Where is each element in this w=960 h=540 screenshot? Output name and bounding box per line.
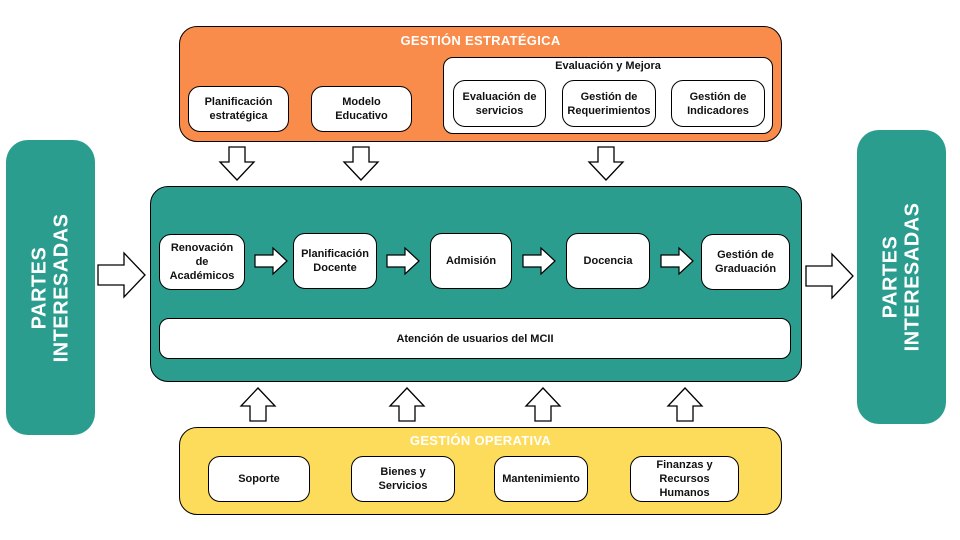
strategic-planning-box: Planificación estratégica [188, 86, 289, 132]
requirements-management-box: Gestión de Requerimientos [562, 80, 656, 127]
educational-model-box: Modelo Educativo [311, 86, 412, 132]
left-stakeholders-panel: PARTES INTERESADAS [6, 140, 95, 435]
support-box: Soporte [208, 456, 310, 502]
evaluation-improvement-title: Evaluación y Mejora [555, 60, 661, 72]
output-arrow [805, 252, 854, 300]
admission-box: Admisión [430, 233, 512, 289]
academics-renewal-box: Renovación de Académicos [159, 234, 245, 290]
right-stakeholders-panel: PARTES INTERESADAS [857, 130, 946, 424]
user-attention-bar: Atención de usuarios del MCII [159, 318, 791, 359]
down-arrow-1 [218, 146, 256, 181]
process-arrow-4 [660, 246, 694, 276]
indicators-management-box: Gestión de Indicadores [671, 80, 765, 127]
maintenance-box: Mantenimiento [494, 456, 588, 502]
finance-hr-box: Finanzas y Recursos Humanos [630, 456, 739, 502]
process-arrow-2 [386, 246, 420, 276]
teaching-planning-box: Planificación Docente [293, 233, 377, 289]
right-stakeholders-label: PARTES INTERESADAS [879, 202, 924, 352]
process-arrow-3 [522, 246, 556, 276]
teaching-box: Docencia [566, 233, 650, 289]
left-stakeholders-label: PARTES INTERESADAS [28, 213, 73, 362]
down-arrow-2 [342, 146, 380, 181]
up-arrow-1 [239, 387, 277, 422]
input-arrow [97, 251, 146, 299]
up-arrow-3 [524, 387, 562, 422]
graduation-management-box: Gestión de Graduación [701, 234, 790, 290]
goods-services-box: Bienes y Servicios [351, 456, 455, 502]
operational-management-title: GESTIÓN OPERATIVA [409, 433, 552, 448]
up-arrow-2 [388, 387, 426, 422]
process-arrow-1 [254, 246, 288, 276]
service-evaluation-box: Evaluación de servicios [453, 80, 546, 127]
down-arrow-3 [587, 146, 625, 181]
strategic-management-title: GESTIÓN ESTRATÉGICA [400, 33, 561, 48]
up-arrow-4 [666, 387, 704, 422]
